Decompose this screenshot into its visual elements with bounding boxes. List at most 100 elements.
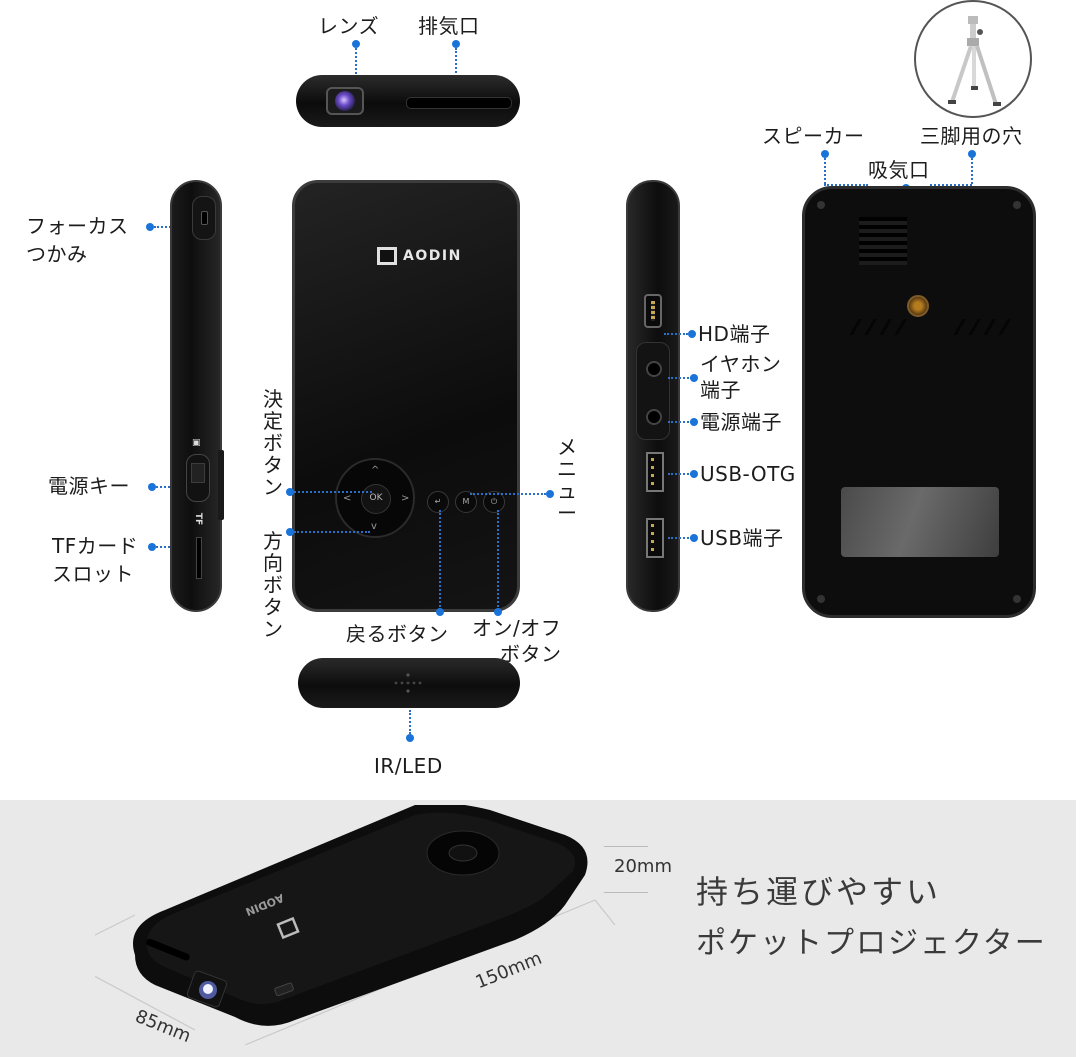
callout-dot-power-port <box>690 418 698 426</box>
device-front: AODIN ^ < > v OK ↵ M ⏻ <box>292 180 520 612</box>
callout-dot-menu <box>546 490 554 498</box>
label-speaker: スピーカー <box>762 124 865 148</box>
callout-line-speaker-h <box>824 184 868 186</box>
audio-power-block <box>636 342 670 440</box>
device-bottom-edge <box>298 658 520 708</box>
callout-dot-speaker <box>821 150 829 158</box>
label-lens: レンズ <box>318 14 380 38</box>
arrow-up-icon: ^ <box>371 465 380 476</box>
callout-dot-back <box>436 608 444 616</box>
direction-pad: ^ < > v OK <box>335 458 415 538</box>
callout-line-enter <box>294 491 372 493</box>
focus-knob <box>192 196 216 240</box>
power-jack <box>646 409 662 425</box>
callout-line-back <box>439 510 441 610</box>
label-usb-otg: USB-OTG <box>700 462 796 486</box>
back-button: ↵ <box>427 491 449 513</box>
callout-dot-hd <box>688 330 696 338</box>
callout-line-tripod-v <box>971 158 973 184</box>
exhaust-vent <box>406 97 512 109</box>
intake-vent-left <box>847 319 909 335</box>
callout-line-direction <box>294 531 370 533</box>
ir-led-window <box>384 672 432 694</box>
label-earphone-line2: 端子 <box>700 378 741 402</box>
label-power-port: 電源端子 <box>700 410 782 434</box>
tagline-line1: 持ち運びやすい <box>696 873 942 911</box>
tripod-icon <box>948 16 1001 106</box>
callout-line-menu <box>470 493 546 495</box>
device-top-edge <box>296 75 520 127</box>
callout-line-power-port <box>668 421 692 423</box>
label-exhaust: 排気口 <box>418 14 480 38</box>
label-focus-knob-line2: つかみ <box>26 242 88 266</box>
label-menu: メニュー <box>557 435 577 525</box>
callout-dot-power-key <box>148 483 156 491</box>
screw-icon <box>1013 595 1021 603</box>
dimension-height: 20mm <box>614 856 672 877</box>
hd-port <box>644 294 662 328</box>
device-back <box>802 186 1036 618</box>
callout-line-power <box>497 510 499 610</box>
callout-line-earphone <box>668 377 692 379</box>
usb-port <box>646 518 664 558</box>
label-back-button: 戻るボタン <box>346 622 449 646</box>
screw-icon <box>817 595 825 603</box>
label-tf-slot-line2: スロット <box>52 562 134 586</box>
earphone-jack <box>646 361 662 377</box>
tf-card-slot <box>196 537 202 579</box>
tripod-hole <box>907 295 929 317</box>
device-left-side: ▣ TF <box>170 180 224 612</box>
label-power-key: 電源キー <box>48 474 130 498</box>
label-tripod-hole: 三脚用の穴 <box>920 124 1023 148</box>
label-focus-knob-line1: フォーカス <box>26 214 129 238</box>
callout-line-ir <box>409 710 411 734</box>
ok-button: OK <box>361 484 391 514</box>
brand-logo-icon <box>377 247 397 265</box>
brand-logo: AODIN <box>377 247 462 265</box>
camera-mark-icon: ▣ <box>192 438 201 448</box>
callout-dot-earphone <box>690 374 698 382</box>
callout-dot-lens <box>352 40 360 48</box>
callout-dot-usb-otg <box>690 470 698 478</box>
speaker-grille <box>859 217 907 265</box>
label-power-button-line2: ボタン <box>500 642 562 666</box>
usb-otg-port <box>646 452 664 492</box>
label-enter-button: 決定ボタン <box>263 387 283 499</box>
intake-vent-right <box>951 319 1013 335</box>
label-tf-slot-line1: TFカード <box>52 534 139 558</box>
arrow-right-icon: > <box>401 493 410 504</box>
label-intake: 吸気口 <box>868 158 930 182</box>
callout-line-hd <box>664 333 688 335</box>
label-earphone-line1: イヤホン <box>700 352 782 376</box>
callout-dot-focus <box>146 223 154 231</box>
callout-dot-exhaust <box>452 40 460 48</box>
callout-line-lens <box>355 48 357 98</box>
lens-icon <box>326 87 364 115</box>
callout-dot-ir <box>406 734 414 742</box>
callout-dot-tf <box>148 543 156 551</box>
screw-icon <box>817 201 825 209</box>
callout-dot-usb <box>690 534 698 542</box>
screw-icon <box>1013 201 1021 209</box>
menu-button: M <box>455 491 477 513</box>
tagline-line2: ポケットプロジェクター <box>696 926 1047 961</box>
label-hd-port: HD端子 <box>698 322 771 346</box>
label-plate <box>841 487 999 557</box>
arrow-left-icon: < <box>343 493 352 504</box>
arrow-down-icon: v <box>371 521 377 532</box>
dimension-height-tick <box>604 846 648 847</box>
brand-name: AODIN <box>403 248 462 264</box>
callout-dot-power <box>494 608 502 616</box>
callout-dot-direction <box>286 528 294 536</box>
label-ir-led: IR/LED <box>374 754 443 778</box>
dimension-height-tick <box>604 892 648 893</box>
device-isometric-image: AODIN <box>95 805 615 1045</box>
label-direction-button: 方向ボタン <box>263 529 283 641</box>
tripod-accessory <box>914 0 1032 118</box>
side-ridge <box>218 450 224 520</box>
callout-line-usb <box>668 537 692 539</box>
callout-dot-enter <box>286 488 294 496</box>
power-key-switch <box>186 454 210 502</box>
tf-mark: TF <box>193 512 204 526</box>
device-right-side <box>626 180 680 612</box>
